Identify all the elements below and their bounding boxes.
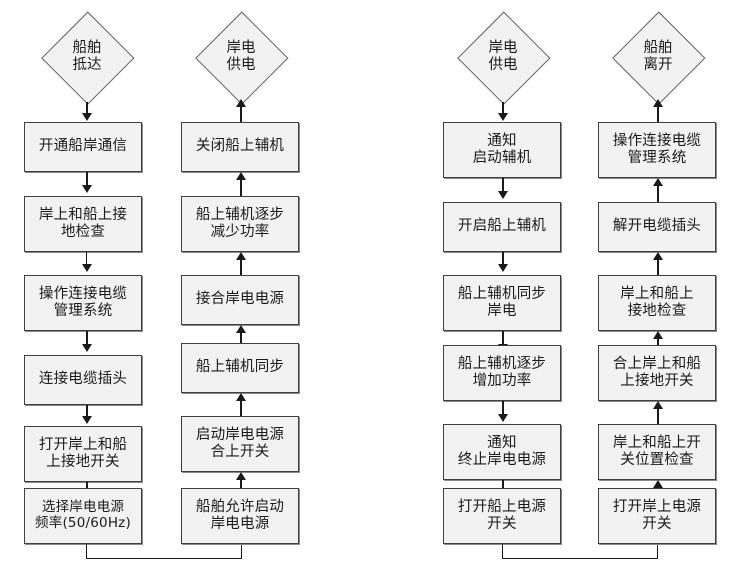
arrowhead-up [653, 99, 663, 107]
step-c4-4: 合上岸上和船 上接地开关 [598, 345, 716, 401]
connector-c4-5-4 [657, 408, 659, 424]
step-c2-1: 关闭船上辅机 [181, 122, 299, 172]
step-c1-5: 打开岸上和船 上接地开关 [24, 426, 142, 482]
step-c3-2: 开启船上辅机 [443, 202, 561, 252]
connector-c2-5-4 [240, 400, 242, 416]
arrowhead-up [236, 325, 246, 333]
connector-c3-2-3 [502, 252, 504, 265]
connector-c1-2-3 [86, 252, 87, 265]
step-c2-3: 接合岸电电源 [181, 275, 299, 325]
step-c1-3: 操作连接电缆 管理系统 [24, 275, 142, 331]
arrowhead-down [82, 344, 92, 352]
connector-c4-3-2 [657, 259, 659, 275]
arrowhead-up [653, 480, 663, 488]
connector-left-elbow-v1 [86, 544, 87, 559]
step-c4-3: 岸上和船上 接地检查 [598, 275, 716, 331]
connector-c3-d-s1 [502, 102, 504, 114]
step-c4-6: 打开岸上电源 开关 [598, 488, 716, 544]
arrowhead-up [236, 252, 246, 260]
terminator-label: 船舶 抵达 [72, 39, 102, 73]
arrowhead-down [82, 113, 92, 121]
arrowhead-up [236, 393, 246, 401]
arrowhead-up [236, 172, 246, 180]
arrowhead-up [236, 99, 246, 107]
connector-right-elbow-h [502, 558, 658, 559]
step-c3-6: 打开船上电源 开关 [443, 488, 561, 544]
arrowhead-down [498, 264, 508, 272]
step-c3-5: 通知 终止岸电电源 [443, 424, 561, 480]
connector-c1-d-s1 [86, 102, 88, 114]
arrowhead-up [653, 252, 663, 260]
arrowhead-up [236, 472, 246, 480]
arrowhead-down [498, 414, 508, 422]
terminator-shore-power-supply-right: 岸电 供电 [457, 11, 551, 105]
terminator-ship-arrival: 船舶 抵达 [41, 11, 135, 105]
connector-c4-s1-d [657, 106, 659, 122]
arrowhead-up [653, 178, 663, 186]
terminator-ship-departure: 船舶 离开 [612, 11, 706, 105]
connector-c3-5-6 [502, 480, 504, 492]
step-c4-2: 解开电缆插头 [598, 202, 716, 252]
arrowhead-up [653, 401, 663, 409]
arrowhead-down [82, 185, 92, 193]
connector-c2-2-1 [240, 179, 242, 196]
step-c2-2: 船上辅机逐步 减少功率 [181, 196, 299, 252]
connector-c1-4-5 [86, 405, 88, 417]
connector-c2-s1-d [240, 106, 242, 122]
step-c2-4: 船上辅机同步 [181, 343, 299, 393]
step-c1-2: 岸上和船上接 地检查 [24, 196, 142, 252]
step-c2-6: 船舶允许启动 岸电电源 [181, 488, 299, 544]
arrowhead-down [498, 113, 508, 121]
step-c3-4: 船上辅机逐步 增加功率 [443, 345, 561, 401]
arrowhead-up [653, 331, 663, 339]
step-c4-1: 操作连接电缆 管理系统 [598, 122, 716, 178]
connector-left-elbow-h [86, 558, 242, 559]
step-c3-1: 通知 启动辅机 [443, 122, 561, 178]
connector-c3-1-2 [502, 178, 504, 192]
connector-c1-3-4 [86, 331, 88, 345]
terminator-label: 岸电 供电 [226, 39, 256, 73]
connector-right-elbow-v1 [502, 544, 503, 559]
arrowhead-down [82, 264, 92, 272]
arrowhead-down [498, 191, 508, 199]
connector-c3-3-4 [502, 331, 504, 345]
terminator-label: 船舶 离开 [643, 39, 673, 73]
terminator-shore-power-supply-left: 岸电 供电 [195, 11, 289, 105]
step-c1-4: 连接电缆插头 [24, 355, 142, 405]
step-c1-1: 开通船岸通信 [24, 122, 142, 172]
connector-c1-1-2 [86, 172, 88, 186]
terminator-label: 岸电 供电 [488, 39, 518, 73]
step-c3-3: 船上辅机同步 岸电 [443, 275, 561, 331]
connector-c2-3-2 [240, 259, 242, 275]
step-c1-6: 选择岸电电源 频率(50/60Hz) [24, 488, 142, 544]
step-c4-5: 岸上和船上开 关位置检查 [598, 424, 716, 480]
connector-c4-2-1 [657, 185, 659, 202]
arrowhead-down [82, 416, 92, 424]
step-c2-5: 启动岸电电源 合上开关 [181, 416, 299, 472]
connector-c3-4-5 [502, 401, 504, 415]
connector-c2-6-5 [240, 479, 242, 495]
